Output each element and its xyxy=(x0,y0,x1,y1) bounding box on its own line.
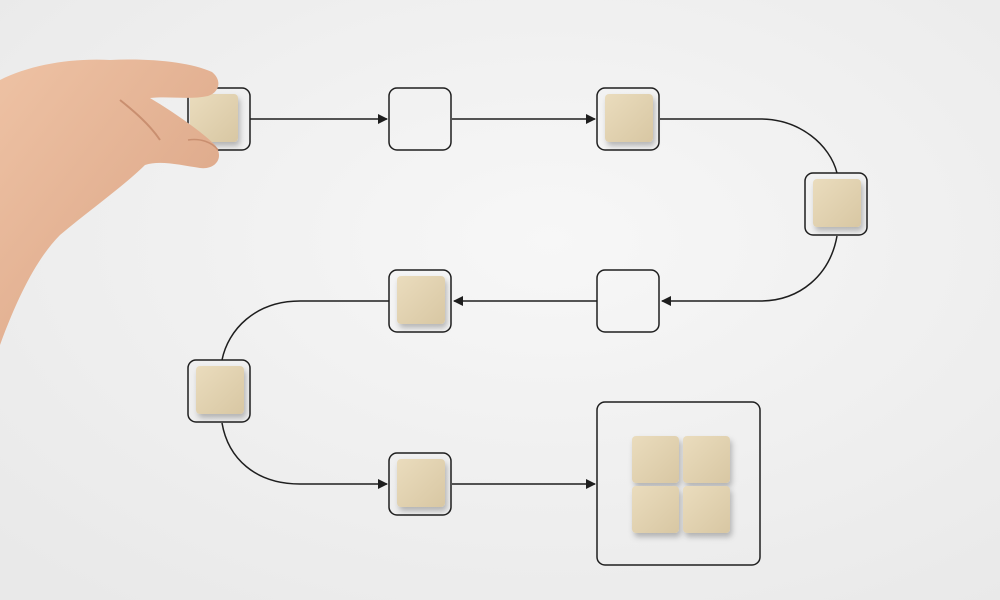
node-outline xyxy=(388,87,452,151)
curve-3-4 xyxy=(660,118,838,174)
node-1 xyxy=(187,87,251,151)
node-3 xyxy=(596,87,660,151)
wooden-block xyxy=(605,94,653,142)
node-outline xyxy=(388,269,452,333)
node-outline xyxy=(187,87,251,151)
connectors xyxy=(221,114,838,489)
node-outline xyxy=(804,172,868,236)
wooden-block xyxy=(397,459,445,507)
nodes xyxy=(187,87,868,566)
node-outline xyxy=(596,87,660,151)
node-4 xyxy=(804,172,868,236)
arrow-7-8 xyxy=(221,422,388,489)
node-8 xyxy=(388,452,452,516)
wooden-block xyxy=(196,366,244,414)
node-5 xyxy=(596,269,660,333)
node-outline xyxy=(596,269,660,333)
finger-crease xyxy=(119,99,161,141)
wooden-block xyxy=(683,436,730,483)
thumb-tip xyxy=(187,138,219,151)
node-6 xyxy=(388,269,452,333)
wooden-block xyxy=(397,276,445,324)
hand-shape xyxy=(0,59,220,345)
wooden-block xyxy=(632,486,679,533)
node-2 xyxy=(388,87,452,151)
curve-6-7 xyxy=(221,300,389,361)
wooden-block xyxy=(683,486,730,533)
node-7 xyxy=(187,359,251,423)
node-final xyxy=(596,401,761,566)
node-outline xyxy=(388,452,452,516)
wooden-block xyxy=(632,436,679,483)
wooden-block xyxy=(190,94,238,142)
node-outline xyxy=(596,401,761,566)
wooden-block xyxy=(813,179,861,227)
hand xyxy=(0,59,220,345)
arrow-4-5 xyxy=(661,235,838,306)
node-outline xyxy=(187,359,251,423)
